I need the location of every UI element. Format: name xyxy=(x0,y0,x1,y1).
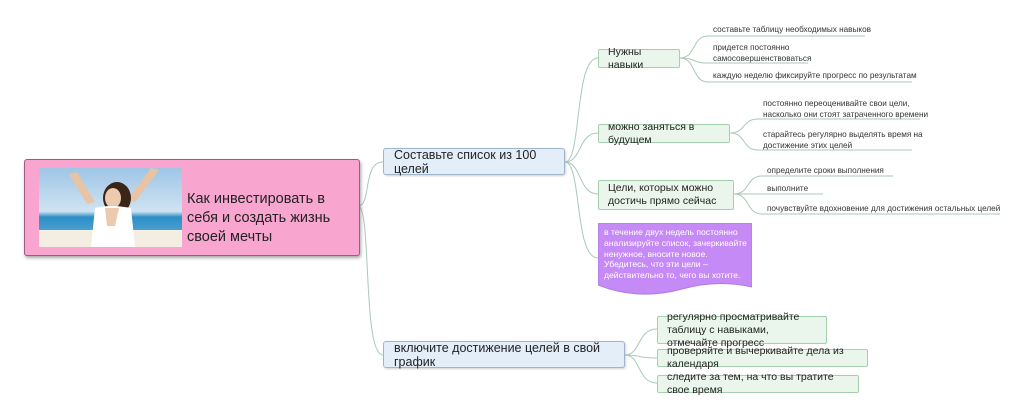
subtopic-check-calendar[interactable]: проверяйте и вычеркивайте дела из календ… xyxy=(657,345,868,370)
leaf-reassess-goals[interactable]: постоянно переоценивайте свои цели, наск… xyxy=(763,99,929,119)
subtopic-skills-needed[interactable]: Нужны навыки xyxy=(598,46,680,71)
subtopic-track-time[interactable]: следите за тем, на что вы тратите свое в… xyxy=(657,371,859,396)
central-topic-title: Как инвестировать в себя и создать жизнь… xyxy=(187,191,331,245)
leaf-feel-inspired[interactable]: почувствуйте вдохновение для достижения … xyxy=(767,204,1001,213)
subtopic-review-table[interactable]: регулярно просматривайте таблицу с навык… xyxy=(657,311,827,349)
subtopic-achievable-now[interactable]: Цели, которых можно достичь прямо сейчас xyxy=(598,180,734,210)
leaf-self-improve[interactable]: придется постоянно самосовершенствоватьс… xyxy=(713,43,812,63)
topic-goals-list[interactable]: Составьте список из 100 целей xyxy=(383,148,565,176)
leaf-allocate-time[interactable]: старайтесь регулярно выделять время на д… xyxy=(763,130,923,150)
woman-arms-raised-photo xyxy=(39,168,182,247)
leaf-set-deadlines[interactable]: определите сроки выполнения xyxy=(767,166,884,175)
subtopic-future[interactable]: можно заняться в будущем xyxy=(598,121,730,146)
topic-schedule-goals[interactable]: включите достижение целей в свой график xyxy=(383,341,625,369)
note-shape xyxy=(598,223,752,295)
note-text[interactable]: в течение двух недель постоянно анализир… xyxy=(604,227,747,281)
leaf-weekly-progress[interactable]: каждую неделю фиксируйте прогресс по рез… xyxy=(713,71,917,80)
leaf-skills-table[interactable]: составьте таблицу необходимых навыков xyxy=(713,25,871,34)
leaf-do-it[interactable]: выполните xyxy=(767,184,809,193)
